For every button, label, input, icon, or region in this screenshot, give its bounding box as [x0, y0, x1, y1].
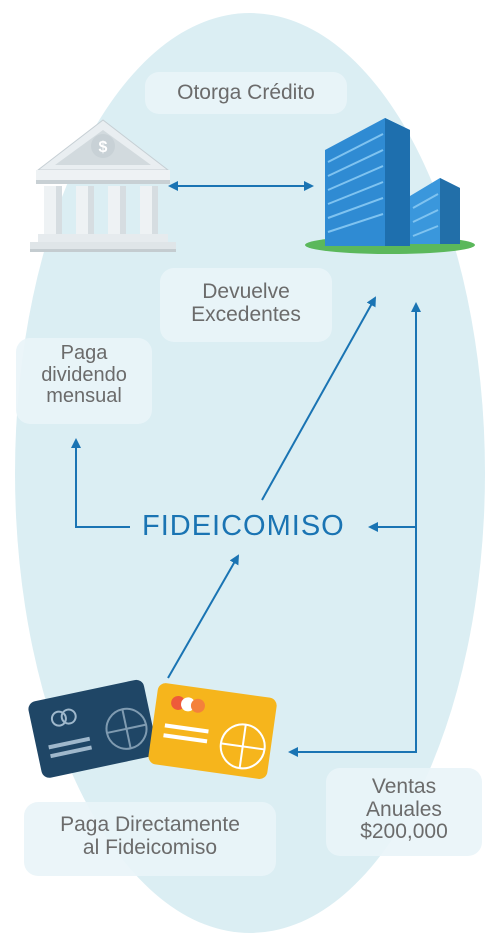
arrow-fideicomiso-company — [261, 296, 376, 501]
credit-cards-icon — [28, 679, 277, 779]
label-ventas-anuales: Ventas Anuales $200,000 — [326, 768, 482, 856]
bank-dollar-symbol: $ — [99, 139, 108, 156]
flow-arrows — [71, 181, 421, 757]
arrow-cards-fideicomiso — [167, 554, 239, 679]
label-paga-dividendo: Paga dividendo mensual — [16, 338, 152, 424]
label-devuelve-excedentes: Devuelve Excedentes — [160, 268, 332, 342]
arrow-fideicomiso-dividendo — [71, 438, 130, 528]
office-buildings-icon — [305, 118, 475, 254]
label-paga-directamente: Paga Directamente al Fideicomiso — [24, 802, 276, 876]
arrow-ventas-cards — [288, 310, 417, 757]
bank-building-icon — [30, 119, 176, 252]
fideicomiso-title: FIDEICOMISO — [142, 510, 345, 542]
label-otorga-credito: Otorga Crédito — [145, 72, 347, 114]
